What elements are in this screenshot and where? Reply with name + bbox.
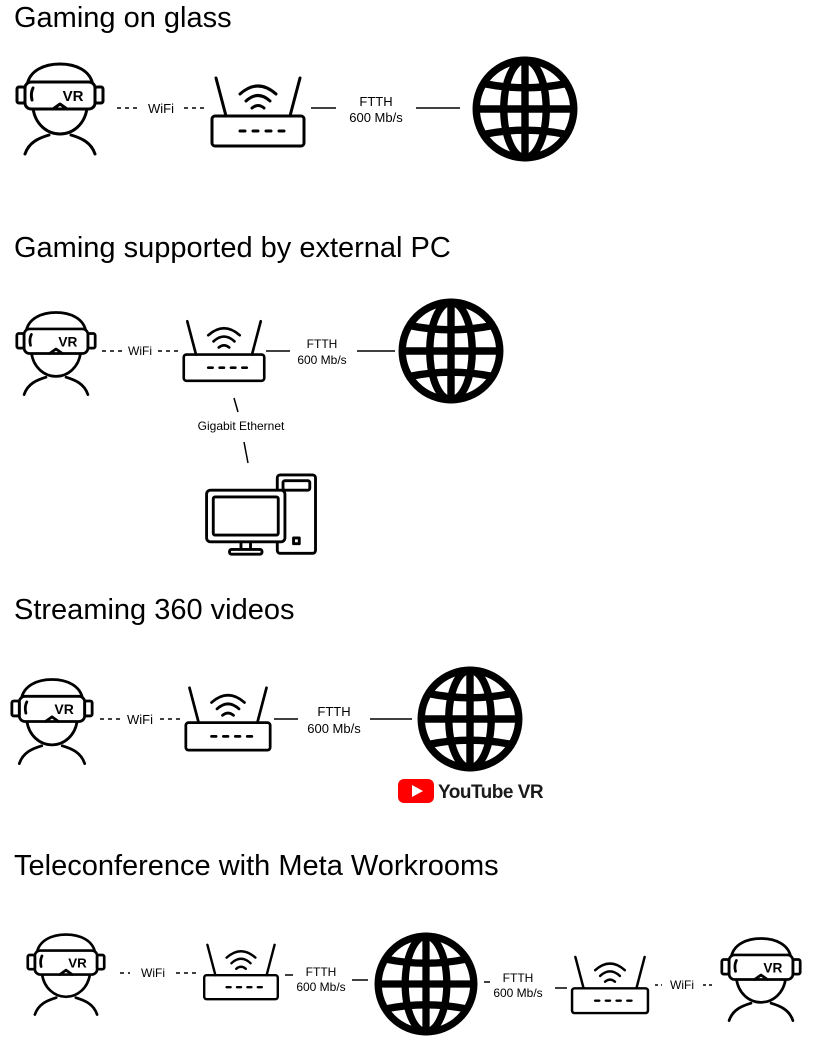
ftth-label: FTTH [307, 337, 338, 351]
play-triangle-icon [412, 785, 423, 797]
wifi-router-icon [210, 76, 306, 148]
wifi-router-icon [182, 319, 266, 383]
scenario-title: Gaming on glass [14, 2, 232, 34]
scenario-teleconference: Teleconference with Meta Workrooms WiFi … [0, 848, 821, 1043]
desktop-pc-icon [205, 473, 317, 556]
wifi-router-icon [570, 955, 650, 1015]
vr-headset-user-icon [15, 62, 105, 156]
scenario-streaming-360: Streaming 360 videos WiFi FTTH 600 Mb/s … [0, 592, 821, 812]
globe-icon [476, 60, 574, 158]
network-diagram: WiFi FTTH 600 Mb/s FTTH 600 Mb/s WiFi [26, 848, 802, 1043]
scenario-gaming-external-pc: Gaming supported by external PC WiFi FTT… [0, 230, 821, 570]
wifi-router-icon [184, 686, 272, 752]
vr-headset-user-icon [720, 937, 802, 1022]
speed-label: 600 Mb/s [493, 986, 542, 1000]
wifi-label: WiFi [141, 966, 165, 980]
vr-headset-user-icon [26, 933, 106, 1016]
ftth-label: FTTH [503, 971, 534, 985]
scenario-title: Gaming supported by external PC [14, 232, 451, 264]
speed-label: 600 Mb/s [296, 980, 345, 994]
wifi-router-icon [202, 943, 280, 1001]
speed-label: 600 Mb/s [307, 721, 361, 736]
scenario-gaming-on-glass: Gaming on glass WiFi FTTH 600 Mb/s [0, 0, 821, 200]
globe-icon [402, 302, 500, 400]
ftth-label: FTTH [306, 965, 337, 979]
ftth-label: FTTH [359, 94, 392, 109]
wifi-label: WiFi [127, 712, 153, 727]
speed-label: 600 Mb/s [297, 353, 346, 367]
vr-headset-user-icon [15, 311, 97, 396]
speed-label: 600 Mb/s [349, 110, 403, 125]
ftth-label: FTTH [317, 704, 350, 719]
ethernet-link [233, 397, 239, 413]
youtube-vr-logo: YouTube VR [398, 779, 544, 803]
globe-icon [378, 936, 474, 1032]
youtube-vr-label: YouTube VR [438, 782, 544, 803]
wifi-label: WiFi [670, 978, 694, 992]
network-diagram: WiFi FTTH 600 Mb/s Gigabit Ethernet [15, 230, 821, 556]
ethernet-label: Gigabit Ethernet [198, 419, 285, 433]
wifi-label: WiFi [128, 344, 152, 358]
ethernet-link [243, 441, 249, 464]
network-diagram: WiFi FTTH 600 Mb/s [15, 0, 821, 200]
vr-headset-user-icon [10, 678, 94, 765]
globe-icon [421, 670, 519, 768]
scenario-title: Streaming 360 videos [14, 594, 295, 626]
network-diagram: WiFi FTTH 600 Mb/s YouTube VR [10, 592, 544, 803]
scenario-title: Teleconference with Meta Workrooms [14, 850, 499, 882]
wifi-label: WiFi [148, 101, 174, 116]
